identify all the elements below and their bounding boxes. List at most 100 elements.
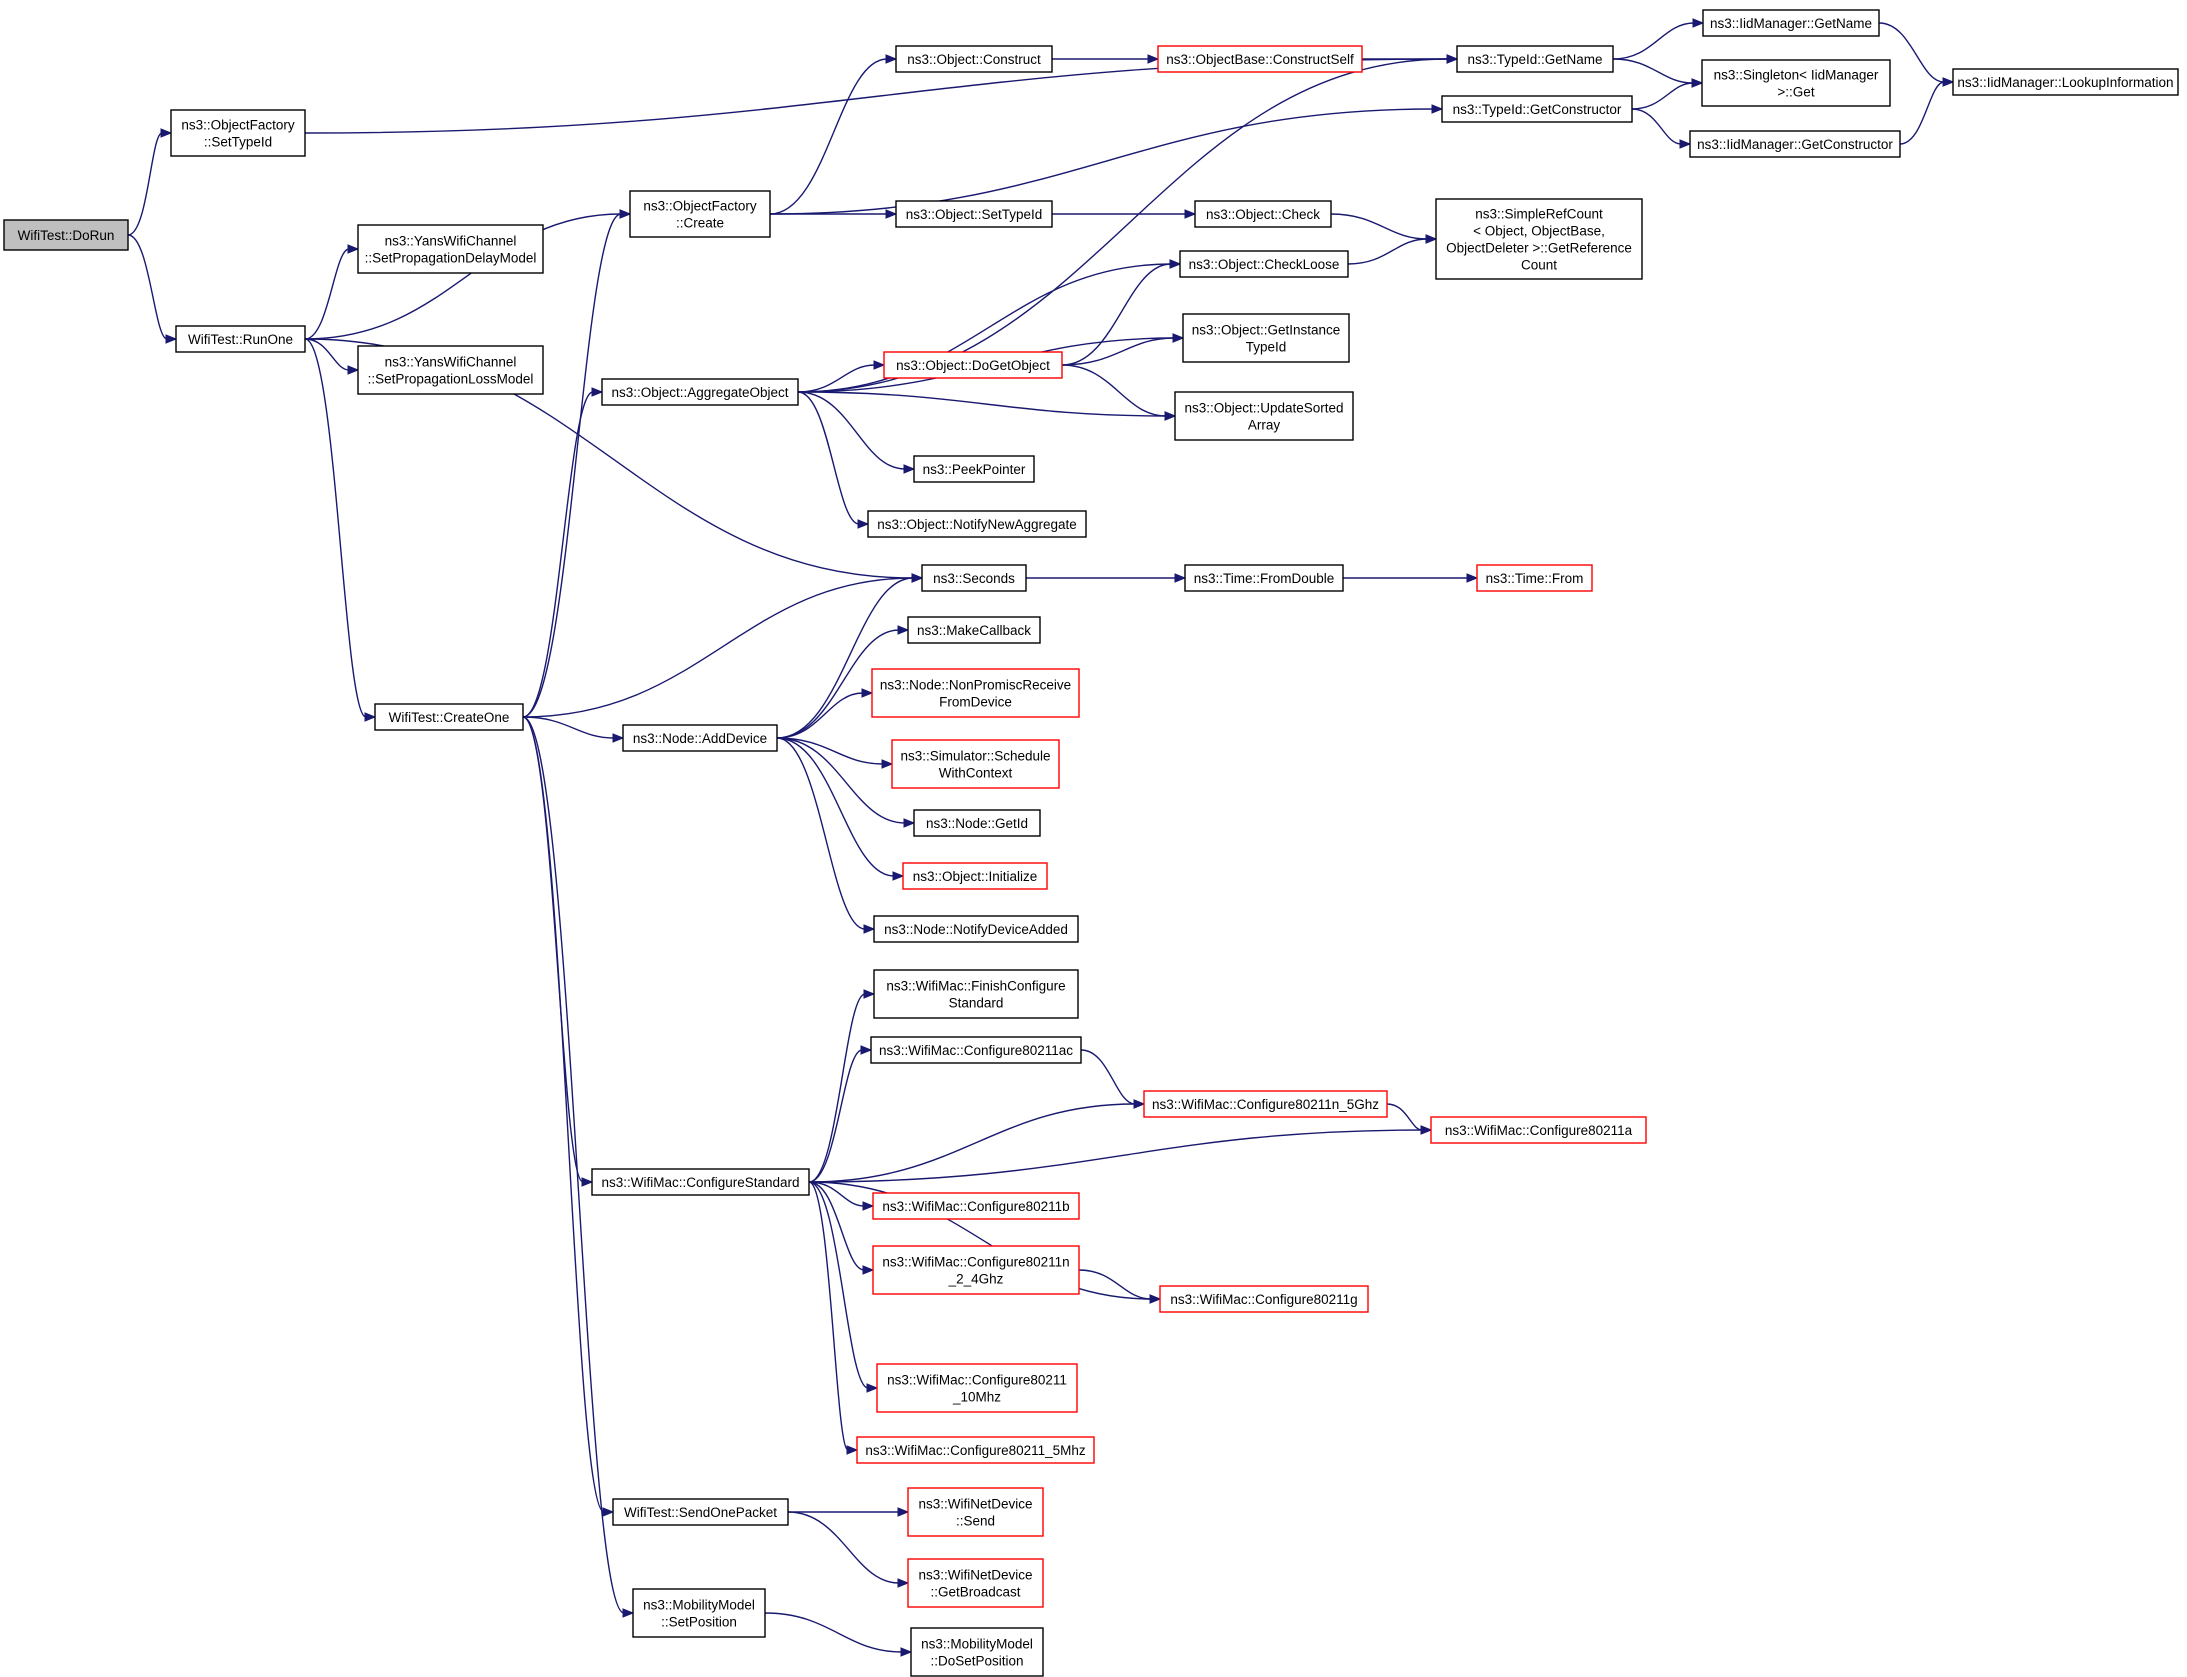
- node-objbase_cs[interactable]: ns3::ObjectBase::ConstructSelf: [1157, 45, 1363, 73]
- node-label: ns3::WifiMac::ConfigureStandard: [601, 1175, 799, 1190]
- arrowhead-icon: [866, 1383, 879, 1393]
- node-label: ns3::MobilityModel: [921, 1637, 1033, 1652]
- edge-checkloose-to-simplerefcount: [1347, 238, 1428, 265]
- node-of_create[interactable]: ns3::ObjectFactory::Create: [629, 190, 771, 238]
- node-box: [907, 1487, 1044, 1537]
- edge-dogetobject-to-getinsttypeid: [1061, 337, 1175, 366]
- node-box: [872, 1192, 1080, 1220]
- node-typeid_getname[interactable]: ns3::TypeId::GetName: [1456, 45, 1614, 73]
- node-label: ns3::Object::AggregateObject: [611, 385, 788, 400]
- node-singleton_get[interactable]: ns3::Singleton< IidManager>::Get: [1701, 59, 1891, 107]
- node-label: ns3::Node::NonPromiscReceive: [880, 678, 1071, 693]
- node-mm_dosetpos[interactable]: ns3::MobilityModel::DoSetPosition: [910, 1627, 1044, 1677]
- node-cfg_5mhz[interactable]: ns3::WifiMac::Configure80211_5Mhz: [856, 1436, 1095, 1464]
- node-checkloose[interactable]: ns3::Object::CheckLoose: [1179, 250, 1349, 278]
- node-addDevice[interactable]: ns3::Node::AddDevice: [622, 724, 778, 752]
- node-label: ns3::Object::SetTypeId: [906, 207, 1043, 222]
- node-simplerefcount[interactable]: ns3::SimpleRefCount< Object, ObjectBase,…: [1435, 198, 1643, 280]
- node-node_getid[interactable]: ns3::Node::GetId: [913, 809, 1041, 837]
- node-label: ::SetPropagationLossModel: [368, 372, 534, 387]
- node-configstd[interactable]: ns3::WifiMac::ConfigureStandard: [591, 1168, 810, 1196]
- node-typeid_getctor[interactable]: ns3::TypeId::GetConstructor: [1441, 95, 1633, 123]
- node-wnd_bcast[interactable]: ns3::WifiNetDevice::GetBroadcast: [907, 1558, 1044, 1608]
- node-dorun[interactable]: WifiTest::DoRun: [3, 219, 129, 251]
- node-obj_init[interactable]: ns3::Object::Initialize: [902, 862, 1048, 890]
- node-box: [872, 1245, 1080, 1295]
- node-cfg_ac[interactable]: ns3::WifiMac::Configure80211ac: [870, 1036, 1082, 1064]
- arrowhead-icon: [1184, 209, 1197, 219]
- node-obj_settypeid[interactable]: ns3::Object::SetTypeId: [895, 200, 1053, 228]
- node-label: ns3::WifiMac::Configure80211: [887, 1373, 1067, 1388]
- node-time_fromdouble[interactable]: ns3::Time::FromDouble: [1184, 564, 1344, 592]
- node-yans_loss[interactable]: ns3::YansWifiChannel::SetPropagationLoss…: [357, 345, 544, 395]
- arrowhead-icon: [1147, 54, 1160, 64]
- edge-createone-to-seconds: [522, 577, 914, 718]
- node-notifynewagg[interactable]: ns3::Object::NotifyNewAggregate: [867, 510, 1087, 538]
- node-box: [873, 915, 1079, 943]
- node-seconds[interactable]: ns3::Seconds: [921, 564, 1027, 592]
- node-label: ns3::IidManager::GetName: [1710, 16, 1872, 31]
- node-cfg_n5[interactable]: ns3::WifiMac::Configure80211n_5Ghz: [1143, 1090, 1388, 1118]
- node-peekpointer[interactable]: ns3::PeekPointer: [913, 455, 1035, 483]
- edge-sendone-to-wnd_bcast: [787, 1511, 900, 1584]
- node-yans_delay[interactable]: ns3::YansWifiChannel::SetPropagationDela…: [357, 224, 544, 274]
- node-obj_check[interactable]: ns3::Object::Check: [1194, 200, 1332, 228]
- edge-aggregate-to-dogetobject: [797, 364, 876, 393]
- node-box: [1456, 45, 1614, 73]
- node-iid_getname[interactable]: ns3::IidManager::GetName: [1702, 9, 1880, 37]
- node-label: ::SetPosition: [661, 1615, 737, 1630]
- node-cfg_g[interactable]: ns3::WifiMac::Configure80211g: [1159, 1285, 1369, 1313]
- node-cfg_n24[interactable]: ns3::WifiMac::Configure80211n_2_4Ghz: [872, 1245, 1080, 1295]
- edge-configstd-to-cfg_a: [808, 1129, 1423, 1183]
- node-cfg_b[interactable]: ns3::WifiMac::Configure80211b: [872, 1192, 1080, 1220]
- node-wnd_send[interactable]: ns3::WifiNetDevice::Send: [907, 1487, 1044, 1537]
- node-label: FromDevice: [939, 695, 1012, 710]
- node-box: [357, 345, 544, 395]
- node-mm_setpos[interactable]: ns3::MobilityModel::SetPosition: [632, 1588, 766, 1638]
- node-box: [1182, 313, 1350, 363]
- node-iid_lookup[interactable]: ns3::IidManager::LookupInformation: [1952, 68, 2179, 96]
- node-box: [622, 724, 778, 752]
- node-runone[interactable]: WifiTest::RunOne: [175, 325, 306, 353]
- edge-addDevice-to-seconds: [776, 577, 914, 739]
- node-cfg_10[interactable]: ns3::WifiMac::Configure80211_10Mhz: [876, 1363, 1078, 1413]
- node-notifydevadded[interactable]: ns3::Node::NotifyDeviceAdded: [873, 915, 1079, 943]
- node-time_from[interactable]: ns3::Time::From: [1476, 564, 1593, 592]
- edge-runone-to-createone: [304, 338, 367, 718]
- edge-dogetobject-to-updatesorted: [1061, 364, 1167, 417]
- node-label: ns3::MakeCallback: [917, 623, 1031, 638]
- node-box: [1159, 1285, 1369, 1313]
- arrowhead-icon: [1169, 259, 1182, 269]
- edge-aggregate-to-updatesorted: [797, 391, 1167, 417]
- node-label: ns3::WifiMac::Configure80211b: [882, 1199, 1069, 1214]
- node-label: ns3::ObjectFactory: [643, 199, 757, 214]
- node-label: ns3::Node::GetId: [926, 816, 1028, 831]
- node-box: [374, 703, 524, 731]
- node-box: [876, 1363, 1078, 1413]
- node-box: [1179, 250, 1349, 278]
- arrowhead-icon: [1431, 104, 1444, 114]
- node-label: ns3::Object::Initialize: [913, 869, 1038, 884]
- node-obj_construct[interactable]: ns3::Object::Construct: [895, 45, 1053, 73]
- node-iid_getctor[interactable]: ns3::IidManager::GetConstructor: [1689, 130, 1901, 158]
- node-dogetobject[interactable]: ns3::Object::DoGetObject: [883, 351, 1063, 379]
- node-label: ns3::Singleton< IidManager: [1714, 68, 1879, 83]
- node-box: [856, 1436, 1095, 1464]
- node-makecallback[interactable]: ns3::MakeCallback: [907, 616, 1041, 644]
- node-aggregate[interactable]: ns3::Object::AggregateObject: [601, 378, 799, 406]
- node-createone[interactable]: WifiTest::CreateOne: [374, 703, 524, 731]
- arrowhead-icon: [881, 759, 894, 769]
- node-sendone[interactable]: WifiTest::SendOnePacket: [612, 1498, 789, 1526]
- arrowhead-icon: [165, 334, 178, 344]
- node-box: [3, 219, 129, 251]
- node-label: TypeId: [1246, 340, 1287, 355]
- node-cfg_a[interactable]: ns3::WifiMac::Configure80211a: [1430, 1116, 1647, 1144]
- node-of_settypeid[interactable]: ns3::ObjectFactory::SetTypeId: [170, 109, 306, 157]
- arrowhead-icon: [900, 1647, 913, 1657]
- node-label: ns3::IidManager::LookupInformation: [1957, 75, 2173, 90]
